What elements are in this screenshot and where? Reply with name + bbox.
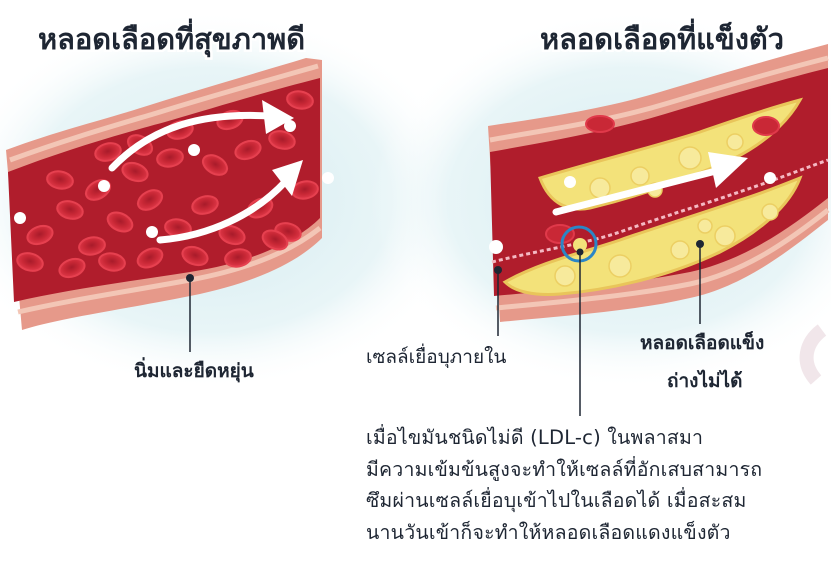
fat-deposit [590, 178, 610, 198]
explanation-line: มีความเข้มข้นสูงจะทำให้เซลล์ที่อักเสบสาม… [366, 454, 826, 486]
fat-deposit [762, 204, 778, 220]
healthy-vessel-title: หลอดเลือดที่สุขภาพดี [38, 16, 305, 62]
healthy-wall-leader-dot [186, 274, 194, 282]
hardened-vessel-title: หลอดเลือดที่แข็งตัว [540, 16, 784, 62]
red-cell-hardened-1 [546, 225, 574, 243]
decorative-arc [807, 330, 822, 380]
explanation-line: นานวันเข้าก็จะทำให้หลอดเลือดแดงแข็งตัว [366, 517, 826, 549]
fat-deposit [715, 226, 735, 246]
endothelium-leader-dot [494, 266, 502, 274]
white-cell-hardened-1 [489, 240, 503, 254]
white-blood-cell [98, 180, 110, 192]
white-blood-cell [322, 172, 334, 184]
white-cell-hardened-3 [764, 172, 776, 184]
fat-deposit [698, 219, 712, 233]
fat-deposit [679, 147, 701, 169]
fat-deposit [631, 167, 649, 185]
fat-deposit [609, 255, 631, 277]
explanation-paragraph: เมื่อไขมันชนิดไม่ดี (LDL-c) ในพลาสมา มีค… [366, 422, 826, 548]
endothelium-label: เซลล์เยื่อบุภายใน [366, 342, 506, 372]
white-cell-hardened-2 [564, 176, 576, 188]
fat-deposit [671, 241, 689, 259]
white-blood-cell [14, 212, 26, 224]
hardened-wall-label-line2: ถ่างไม่ได้ [667, 366, 742, 396]
fat-deposit [555, 266, 575, 286]
inflamed-cell-leader-dot [577, 249, 584, 256]
white-blood-cell [146, 226, 158, 238]
explanation-line: ซึมผ่านเซลล์เยื่อบุเข้าไปในเลือดได้ เมื่… [366, 485, 826, 517]
hardened-wall-leader-dot [696, 240, 704, 248]
hardened-wall-label-line1: หลอดเลือดแข็ง [640, 328, 764, 358]
healthy-wall-label: นิ่มและยืดหยุ่น [134, 356, 254, 386]
fat-deposit [727, 134, 743, 150]
red-cell-hardened-2 [753, 117, 779, 135]
white-blood-cell [188, 144, 200, 156]
red-cell-hardened-3 [586, 116, 614, 132]
explanation-line: เมื่อไขมันชนิดไม่ดี (LDL-c) ในพลาสมา [366, 422, 826, 454]
